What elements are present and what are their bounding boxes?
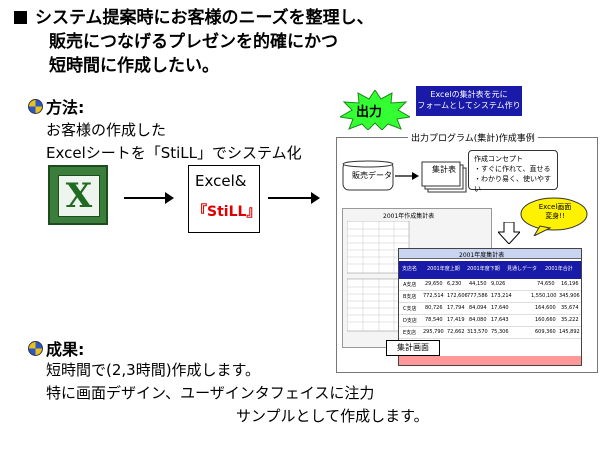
- summary-screen-label: 集計画面: [386, 340, 440, 356]
- still-line-2: 『StiLL』: [193, 204, 261, 220]
- callout-bubble-icon: [520, 197, 588, 236]
- down-arrow-icon: [498, 222, 520, 244]
- result-line-1: 短時間で(2,3時間)作成します。: [46, 361, 261, 379]
- output-banner: Excelの集計表を元に フォームとしてシステム作り: [416, 86, 522, 116]
- flow-source-label: 販売データ: [352, 171, 392, 180]
- square-bullet-icon: [14, 11, 27, 24]
- heading-line-1: システム提案時にお客様のニーズを整理し、: [35, 8, 374, 28]
- flow-diagram: [342, 160, 467, 193]
- still-logo-box: Excel& 『StiLL』: [188, 165, 260, 233]
- output-badge-label: 出力: [356, 105, 383, 120]
- concept-item-2: ・わかり易く、使いやすい: [474, 175, 551, 193]
- concept-box: 作成コンセプト ・すぐに作れて、直せる ・わかり易く、使いやすい: [468, 150, 558, 193]
- callout-text: Excel画面 変身!!: [538, 203, 572, 220]
- heading-line-3: 短時間に作成したい。: [49, 56, 219, 76]
- arrow-icon: [124, 192, 174, 204]
- flow-report-label: 集計表: [432, 165, 456, 174]
- report-icon: [421, 161, 467, 193]
- total-row: [399, 356, 581, 365]
- output-panel-title: 出力プログラム(集計)作成事例: [408, 131, 538, 144]
- heading-line-2: 販売につなげるプレゼンを的確にかつ: [49, 32, 338, 52]
- starburst-badge-icon: [340, 90, 410, 130]
- report-title: 2001年度集計表: [459, 252, 505, 259]
- result-line-2: 特に画面デザイン、ユーザインタフェイスに注力: [46, 384, 375, 402]
- arrow-icon: [268, 192, 320, 204]
- page-heading: システム提案時にお客様のニーズを整理し、 販売につなげるプレゼンを的確にかつ 短…: [14, 6, 374, 78]
- concept-item-1: ・すぐに作れて、直せる: [474, 165, 551, 173]
- still-line-1: Excel&: [195, 172, 247, 190]
- result-line-3: サンプルとして作成します。: [236, 407, 429, 425]
- report-window: 2001年度集計表 支店名 2001年度上期 2001年度下期 見通しデータ 2…: [398, 248, 582, 366]
- bullet-icon: [28, 99, 43, 114]
- method-line-2: Excelシートを「StiLL」でシステム化: [46, 144, 302, 162]
- sheet-title: 2001年作成集計表: [383, 213, 435, 220]
- database-icon: [342, 160, 394, 191]
- result-title: 成果:: [28, 336, 84, 360]
- output-banner-text: Excelの集計表を元に フォームとしてシステム作り: [417, 90, 521, 110]
- method-line-1: お客様の作成した: [46, 121, 167, 139]
- report-header-row: 支店名 2001年度上期 2001年度下期 見通しデータ 2001年合計: [399, 261, 581, 279]
- bullet-icon: [28, 341, 43, 356]
- excel-icon: X: [48, 165, 108, 225]
- method-title: 方法:: [28, 94, 84, 118]
- concept-title: 作成コンセプト: [474, 155, 523, 163]
